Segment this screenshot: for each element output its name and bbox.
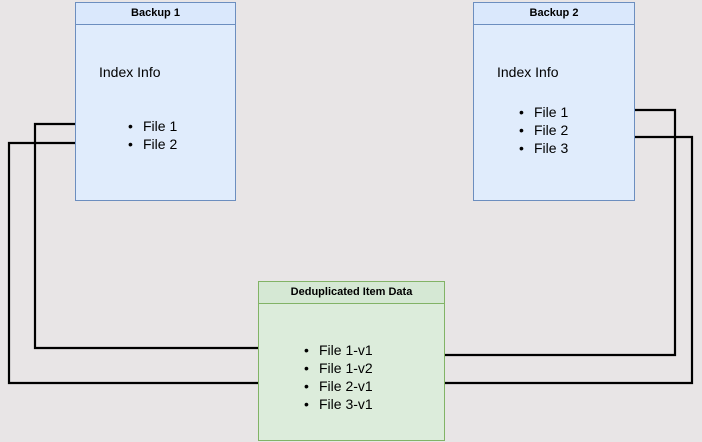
backup-1-box[interactable]: Backup 1 Index Info File 1 File 2 [75,2,236,201]
backup-1-header: Backup 1 [76,3,235,25]
deduplicated-item-data-box[interactable]: Deduplicated Item Data File 1-v1 File 1-… [258,281,445,441]
list-item: File 2 [519,121,568,139]
list-item: File 2 [128,135,177,153]
backup-2-body: Index Info File 1 File 2 File 3 [474,25,634,200]
list-item: File 1 [519,103,568,121]
list-item: File 1-v1 [304,341,373,359]
list-item: File 3-v1 [304,395,373,413]
list-item: File 2-v1 [304,377,373,395]
list-item: File 3 [519,139,568,157]
backup-1-body: Index Info File 1 File 2 [76,25,235,200]
backup-1-file-list: File 1 File 2 [128,117,177,153]
list-item: File 1 [128,117,177,135]
dedup-file-list: File 1-v1 File 1-v2 File 2-v1 File 3-v1 [304,341,373,413]
backup-2-index-info-label: Index Info [497,64,559,80]
dedup-header: Deduplicated Item Data [259,282,444,304]
backup-2-box[interactable]: Backup 2 Index Info File 1 File 2 File 3 [473,2,635,201]
dedup-body: File 1-v1 File 1-v2 File 2-v1 File 3-v1 [259,304,444,440]
backup-2-file-list: File 1 File 2 File 3 [519,103,568,157]
backup-2-header: Backup 2 [474,3,634,25]
list-item: File 1-v2 [304,359,373,377]
backup-1-index-info-label: Index Info [99,64,161,80]
